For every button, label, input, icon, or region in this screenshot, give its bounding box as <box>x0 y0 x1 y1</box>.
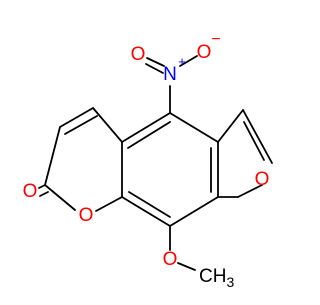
nitro-oxygen-left-label: O <box>131 44 146 65</box>
nitro-nitrogen-label: N <box>163 64 177 85</box>
atom-labels: N + O O − O O O O CH3 <box>23 31 270 290</box>
bond <box>127 121 171 149</box>
bond <box>179 55 198 67</box>
methyl-subscript: 3 <box>226 274 234 290</box>
bond <box>145 63 164 74</box>
bond <box>38 184 46 189</box>
bond <box>243 121 265 161</box>
methyl-text: CH <box>199 266 226 287</box>
structure-canvas: N + O O − O O O O CH3 <box>23 31 273 290</box>
bond <box>92 107 123 143</box>
bond <box>121 112 171 143</box>
carbonyl-oxygen-label: O <box>23 181 38 202</box>
bond <box>242 109 273 164</box>
bond <box>59 107 94 128</box>
bond <box>169 112 219 143</box>
bond <box>146 57 165 67</box>
bond <box>121 196 171 227</box>
furan-oxygen-label: O <box>255 169 270 190</box>
nitro-oxygen-right-label: O <box>197 42 212 63</box>
bond <box>44 126 61 186</box>
molecule-structure: N + O O − O O O O CH3 <box>23 31 273 290</box>
bond <box>169 196 219 227</box>
bond <box>128 191 171 218</box>
bond-lines <box>38 55 273 271</box>
bond <box>217 109 244 143</box>
bond <box>95 196 123 212</box>
nitro-oxygen-charge: − <box>211 31 220 48</box>
bond <box>237 184 263 198</box>
pyran-oxygen-label: O <box>79 205 94 226</box>
methoxy-oxygen-label: O <box>163 249 178 270</box>
bond <box>39 191 49 197</box>
bond <box>44 184 76 211</box>
nitro-nitrogen-charge: + <box>178 54 186 69</box>
methyl-label: CH3 <box>199 266 234 290</box>
bond <box>177 262 196 271</box>
bond <box>64 115 98 135</box>
